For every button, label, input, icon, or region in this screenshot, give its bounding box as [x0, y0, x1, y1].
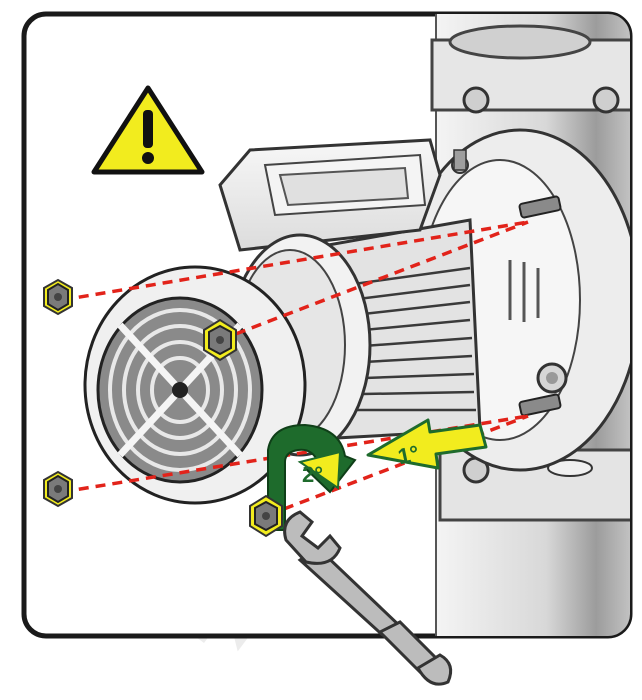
nut-icon	[43, 278, 283, 538]
step-2-label: 2°	[302, 462, 323, 487]
wrench-handle	[377, 620, 453, 686]
nut-middle	[203, 318, 237, 362]
nut-bottom	[249, 494, 283, 538]
rotate-arrow-icon: 2°	[267, 423, 357, 531]
warning-icon	[91, 85, 205, 175]
step-1-label: 1°	[396, 440, 422, 469]
push-arrow-icon: 1°	[366, 418, 488, 470]
terminal-box	[218, 138, 469, 252]
nut-bottom-left	[43, 470, 73, 508]
nut-top-left	[43, 278, 73, 316]
